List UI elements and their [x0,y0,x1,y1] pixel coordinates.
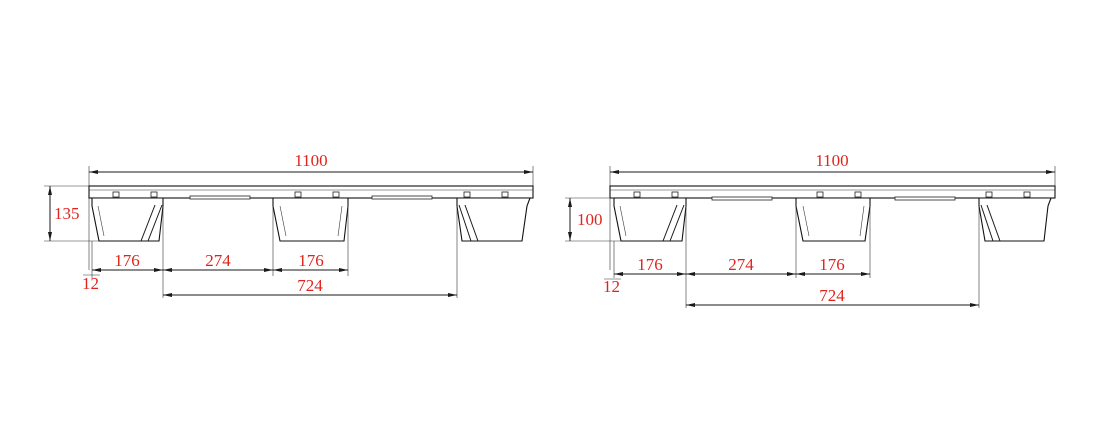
foot-width-label: 176 [637,255,663,274]
foot-middle [795,197,871,242]
dim-overall-width-left: 1100 [88,151,534,186]
foot-left [91,197,164,242]
dim-chain-left: 176 274 176 [92,251,348,272]
overall-width-label: 1100 [294,151,327,170]
offset-label: 12 [603,277,620,296]
gap-label: 274 [205,251,231,270]
offset-label: 12 [82,274,99,293]
deck-slot [711,196,773,201]
foot-width-label: 176 [819,255,845,274]
foot-width-label: 176 [298,251,324,270]
foot-left [613,197,687,242]
foot-middle [272,197,349,242]
deck-slot [189,195,251,200]
deck-slot [371,195,433,200]
dim-span-right: 724 [686,286,979,307]
foot-width-label: 176 [114,251,140,270]
gap-label: 274 [728,255,754,274]
dim-chain-right: 176 274 176 [614,255,870,276]
dim-overall-width-right: 1100 [609,151,1056,186]
dim-height-right: 100 [565,197,621,242]
foot-right [978,197,1052,242]
height-label: 100 [577,210,603,229]
foot-right [456,197,531,242]
span-label: 724 [297,276,323,295]
dim-offset-left: 12 [82,274,100,293]
overall-width-label: 1100 [815,151,848,170]
dim-height-left: 135 [44,185,99,242]
pallet-view-right: 1100 100 [565,151,1056,308]
dim-offset-right: 12 [603,277,621,296]
pallet-view-left: 1100 135 [44,151,534,298]
height-label: 135 [54,204,80,223]
span-label: 724 [819,286,845,305]
dim-span-left: 724 [163,276,457,297]
deck-slot [894,196,956,201]
